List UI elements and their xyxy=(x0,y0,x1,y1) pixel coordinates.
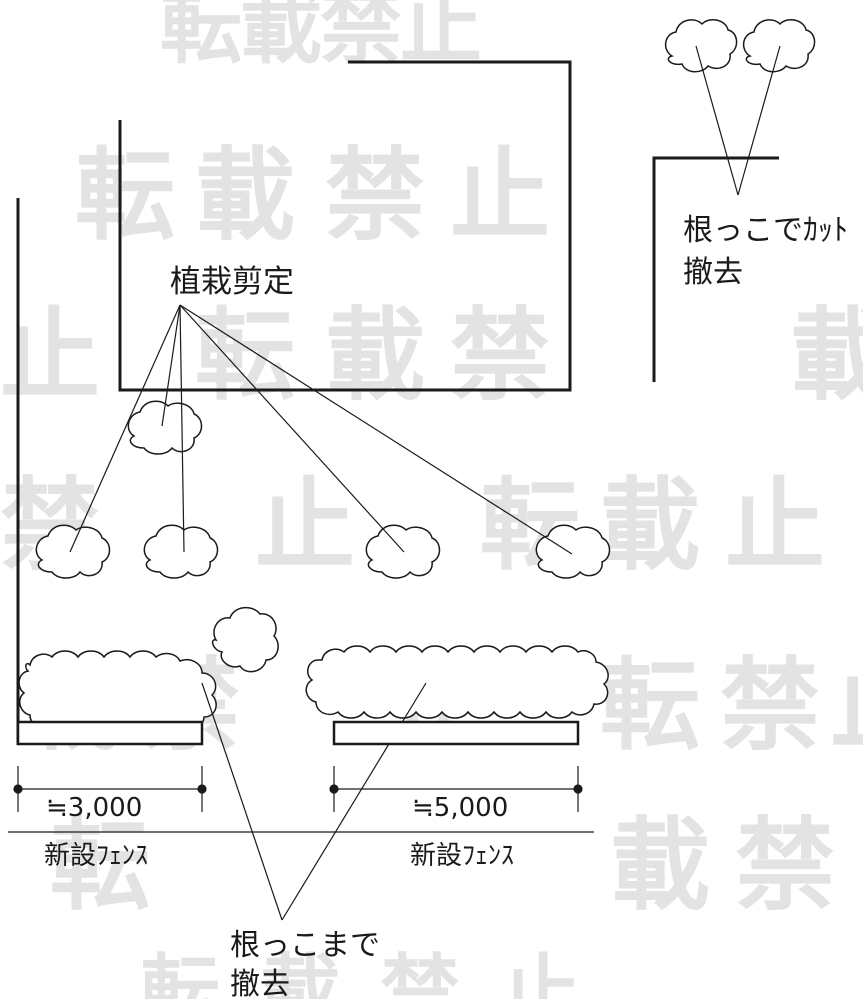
dim-left-dot-b xyxy=(197,784,207,794)
watermark-char: 止 xyxy=(830,647,863,764)
dim-right-dot-b xyxy=(573,784,583,794)
watermark-char: 載 xyxy=(260,946,340,999)
boundary-lines xyxy=(16,60,779,745)
watermark-char: 止 xyxy=(400,0,482,75)
watermark-char: 転 xyxy=(195,297,295,414)
watermark-char: 転 xyxy=(50,807,150,924)
label-fence-left-name: 新設ﾌｪﾝｽ xyxy=(44,841,148,871)
watermark-char: 載 xyxy=(240,0,322,75)
watermark-char: 載 xyxy=(195,137,295,254)
watermark-char: 転 xyxy=(140,946,220,999)
watermark-char: 止 xyxy=(0,297,100,414)
leader-prune-1 xyxy=(69,304,181,553)
fence-right xyxy=(332,720,580,746)
fence-left xyxy=(16,720,204,746)
watermark-char: 載 xyxy=(600,467,700,584)
leader-prune-3 xyxy=(179,304,185,553)
label-removal-top: 撤去 xyxy=(683,255,743,290)
watermark-char: 禁 xyxy=(325,137,425,254)
building-outline xyxy=(118,60,572,392)
watermark-char: 転 xyxy=(75,137,175,254)
dimensions xyxy=(8,766,594,833)
leader-prune-2 xyxy=(161,304,181,427)
watermark-char: 禁 xyxy=(735,807,835,924)
watermark-char: 止 xyxy=(255,467,355,584)
hedge-left xyxy=(18,650,217,732)
label-fence-right-dim: ≒5,000 xyxy=(412,793,508,823)
watermark-char: 転 xyxy=(600,647,700,764)
label-dig-to-root: 根っこまで xyxy=(230,928,380,963)
watermark-char: 止 xyxy=(450,137,550,254)
watermark-char: 禁 xyxy=(720,647,820,764)
watermark-char: 載 xyxy=(790,297,863,414)
dim-left-dot-a xyxy=(13,784,23,794)
tree-top-right-2 xyxy=(742,18,816,73)
watermark-char: 載 xyxy=(610,807,710,924)
watermark-char: 止 xyxy=(725,467,825,584)
watermark-char: 止 xyxy=(500,946,580,999)
watermark-char: 転 xyxy=(160,0,242,75)
label-fence-right-name: 新設ﾌｪﾝｽ xyxy=(410,841,514,871)
fences xyxy=(16,720,580,746)
tree-pruning-5 xyxy=(535,524,611,579)
watermark-char: 載 xyxy=(325,297,425,414)
hedge-right xyxy=(305,645,609,719)
leader-lines xyxy=(69,45,781,921)
label-cut-at-root: 根っこでｶｯﾄ xyxy=(683,213,848,248)
hedges xyxy=(18,645,609,732)
label-removal-bottom: 撤去 xyxy=(230,967,290,999)
tree-small-cluster xyxy=(211,606,279,673)
leader-prune-4 xyxy=(179,304,405,553)
watermark-char: 禁 xyxy=(320,0,402,75)
right-boundary-wall xyxy=(652,156,779,382)
leader-root-1 xyxy=(201,682,283,921)
leader-cut-2 xyxy=(737,45,781,196)
dim-right-dot-a xyxy=(329,784,339,794)
tree-top-right-1 xyxy=(664,18,738,73)
watermark-char: 禁 xyxy=(380,946,460,999)
labels: 植栽剪定 根っこでｶｯﾄ 撤去 根っこまで 撤去 ≒3,000 新設ﾌｪﾝｽ ≒… xyxy=(44,213,848,999)
watermark-char: 禁 xyxy=(450,297,550,414)
tree-pruning-2 xyxy=(35,524,111,579)
tree-pruning-1 xyxy=(127,400,203,455)
tree-pruning-3 xyxy=(143,524,219,579)
label-fence-left-dim: ≒3,000 xyxy=(46,793,142,823)
leader-cut-1 xyxy=(695,45,739,196)
leader-prune-5 xyxy=(179,304,573,555)
label-pruning: 植栽剪定 xyxy=(170,264,294,300)
